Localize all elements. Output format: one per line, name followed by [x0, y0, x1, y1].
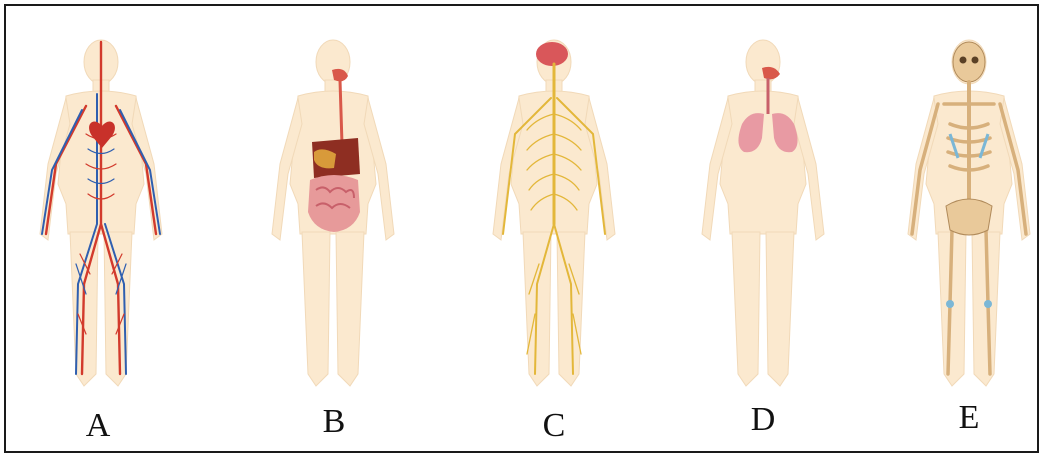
- digestive-system-figure: [258, 34, 408, 396]
- nervous-system-figure: [479, 34, 629, 396]
- figure-frame: A B C D E: [4, 4, 1039, 453]
- panel-label-a: A: [68, 406, 128, 446]
- nervous-system-icon: [479, 34, 629, 396]
- digestive-system-icon: [258, 34, 408, 396]
- skeletal-system-icon: [894, 34, 1044, 396]
- respiratory-system-icon: [688, 34, 838, 396]
- circulatory-system-icon: [26, 34, 176, 396]
- circulatory-system-figure: [26, 34, 176, 396]
- skeletal-system-figure: [894, 34, 1044, 396]
- respiratory-system-figure: [688, 34, 838, 396]
- panel-label-c: C: [524, 406, 584, 446]
- panel-label-b: B: [304, 402, 364, 442]
- panel-label-e: E: [939, 398, 999, 438]
- panel-label-d: D: [733, 400, 793, 440]
